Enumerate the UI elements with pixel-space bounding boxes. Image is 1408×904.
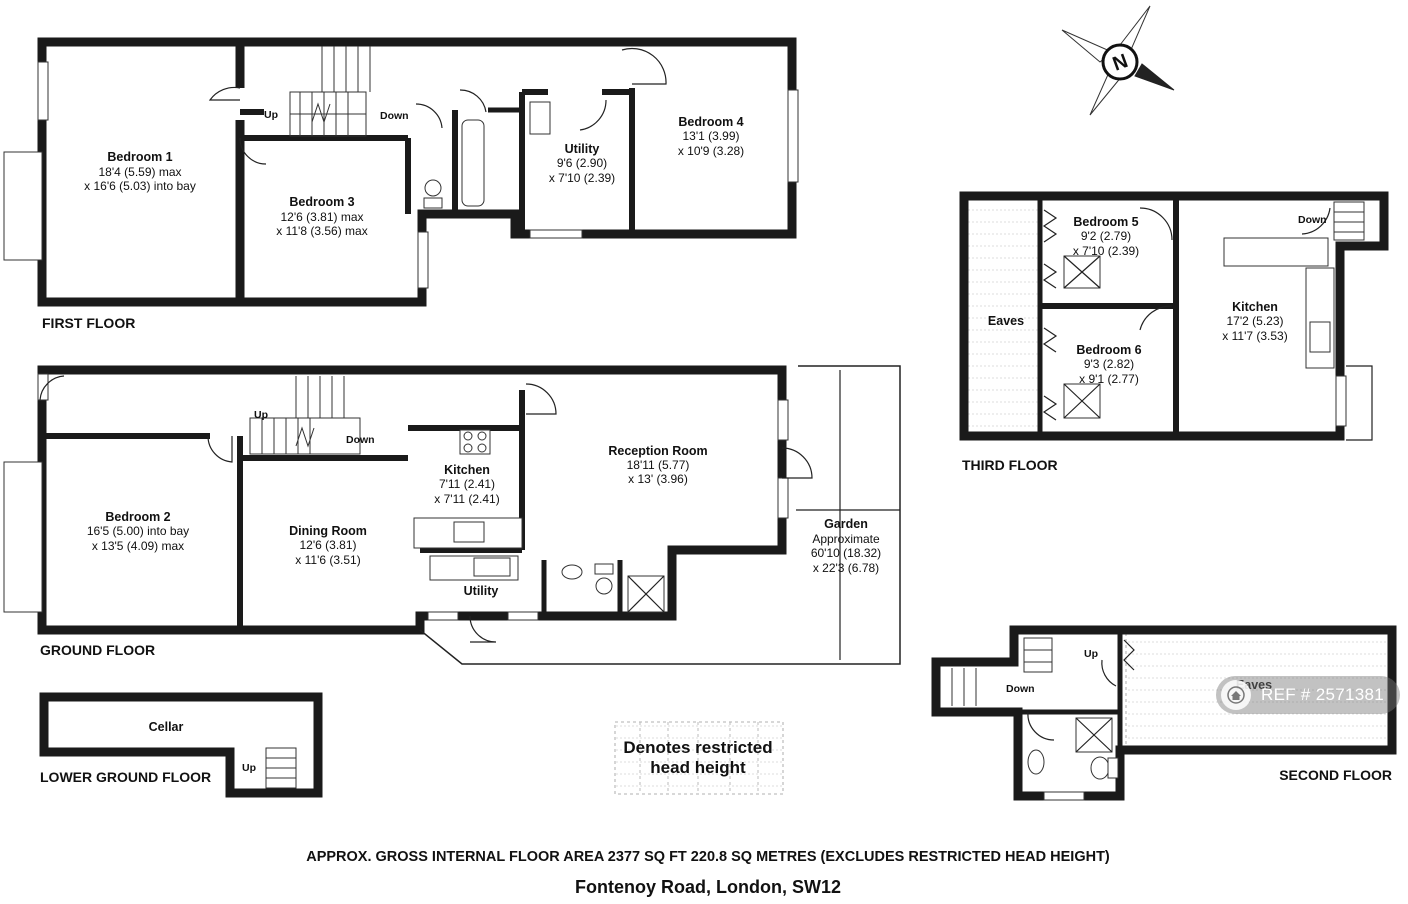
floor-label-first: FIRST FLOOR [42, 315, 135, 331]
stair-label-up-ground: Up [254, 409, 268, 421]
stair-label-down-first: Down [380, 110, 409, 122]
room-dim-bedroom2-1: 16'5 (5.00) into bay [87, 524, 189, 538]
floor-label-third: THIRD FLOOR [962, 457, 1058, 473]
room-name-bedroom2: Bedroom 2 [105, 510, 170, 524]
room-dim-bedroom1-2: x 16'6 (5.03) into bay [84, 179, 196, 193]
room-dim-bedroom3-2: x 11'8 (3.56) max [276, 224, 367, 238]
stair-label-up-lower: Up [242, 762, 256, 774]
room-name-utility-ground: Utility [464, 584, 499, 598]
ref-badge: REF # 2571381 [1216, 676, 1400, 714]
legend-text-line2: head height [650, 758, 746, 777]
stair-label-down-ground: Down [346, 434, 375, 446]
ref-number: REF # 2571381 [1261, 685, 1384, 704]
property-address: Fontenoy Road, London, SW12 [575, 877, 841, 897]
room-dim-utility-first-1: 9'6 (2.90) [557, 156, 607, 170]
room-dim-bedroom5-1: 9'2 (2.79) [1081, 229, 1131, 243]
gross-area-note: APPROX. GROSS INTERNAL FLOOR AREA 2377 S… [306, 849, 1110, 865]
room-dim-bedroom3-1: 12'6 (3.81) max [281, 210, 364, 224]
room-dim-bedroom2-2: x 13'5 (4.09) max [92, 539, 184, 553]
room-name-cellar: Cellar [149, 720, 184, 734]
room-dim-bedroom6-1: 9'3 (2.82) [1084, 357, 1134, 371]
room-name-bedroom4: Bedroom 4 [678, 115, 743, 129]
floor-label-ground: GROUND FLOOR [40, 642, 155, 658]
room-name-bedroom6: Bedroom 6 [1076, 343, 1141, 357]
stair-label-down-third: Down [1298, 214, 1327, 226]
room-dim-garden-1: Approximate [812, 532, 880, 546]
room-dim-dining-1: 12'6 (3.81) [300, 538, 357, 552]
stair-label-up-second: Up [1084, 648, 1098, 660]
room-dim-kitchen-ground-1: 7'11 (2.41) [439, 477, 495, 491]
compass-north-letter: N [1110, 50, 1131, 76]
ground-floor-plan [3, 365, 901, 665]
room-dim-garden-3: x 22'3 (6.78) [813, 561, 879, 575]
room-dim-reception-2: x 13' (3.96) [628, 472, 688, 486]
restricted-height-legend [614, 721, 784, 795]
stair-label-down-second: Down [1006, 683, 1035, 695]
room-name-bedroom3: Bedroom 3 [289, 195, 354, 209]
room-dim-dining-2: x 11'6 (3.51) [295, 553, 360, 567]
floor-label-lower-ground: LOWER GROUND FLOOR [40, 769, 211, 785]
room-dim-reception-1: 18'11 (5.77) [627, 458, 690, 472]
room-dim-bedroom6-2: x 9'1 (2.77) [1079, 372, 1139, 386]
second-floor-plan [931, 625, 1397, 801]
room-name-bedroom1: Bedroom 1 [107, 150, 172, 164]
room-name-garden: Garden [824, 517, 868, 531]
room-name-dining: Dining Room [289, 524, 367, 538]
compass: N [1061, 5, 1175, 116]
room-name-eaves-third: Eaves [988, 314, 1024, 328]
room-name-kitchen-ground: Kitchen [444, 463, 490, 477]
room-name-reception: Reception Room [608, 444, 707, 458]
home-icon [1221, 680, 1251, 710]
room-dim-kitchen-third-2: x 11'7 (3.53) [1222, 329, 1287, 343]
room-dim-kitchen-ground-2: x 7'11 (2.41) [434, 492, 499, 506]
room-name-kitchen-third: Kitchen [1232, 300, 1278, 314]
room-dim-bedroom5-2: x 7'10 (2.39) [1073, 244, 1139, 258]
third-floor-plan [959, 191, 1389, 441]
lower-ground-floor-plan [39, 692, 323, 798]
first-floor-plan [3, 37, 799, 307]
room-dim-utility-first-2: x 7'10 (2.39) [549, 171, 615, 185]
room-name-bedroom5: Bedroom 5 [1073, 215, 1138, 229]
room-name-utility-first: Utility [565, 142, 600, 156]
stair-label-up-first: Up [264, 109, 278, 121]
room-dim-bedroom1-1: 18'4 (5.59) max [99, 165, 182, 179]
room-dim-garden-2: 60'10 (18.32) [811, 546, 881, 560]
floor-label-second: SECOND FLOOR [1279, 767, 1392, 783]
room-dim-bedroom4-1: 13'1 (3.99) [683, 129, 740, 143]
room-dim-bedroom4-2: x 10'9 (3.28) [678, 144, 744, 158]
legend-text-line1: Denotes restricted [623, 738, 772, 757]
room-dim-kitchen-third-1: 17'2 (5.23) [1227, 314, 1284, 328]
